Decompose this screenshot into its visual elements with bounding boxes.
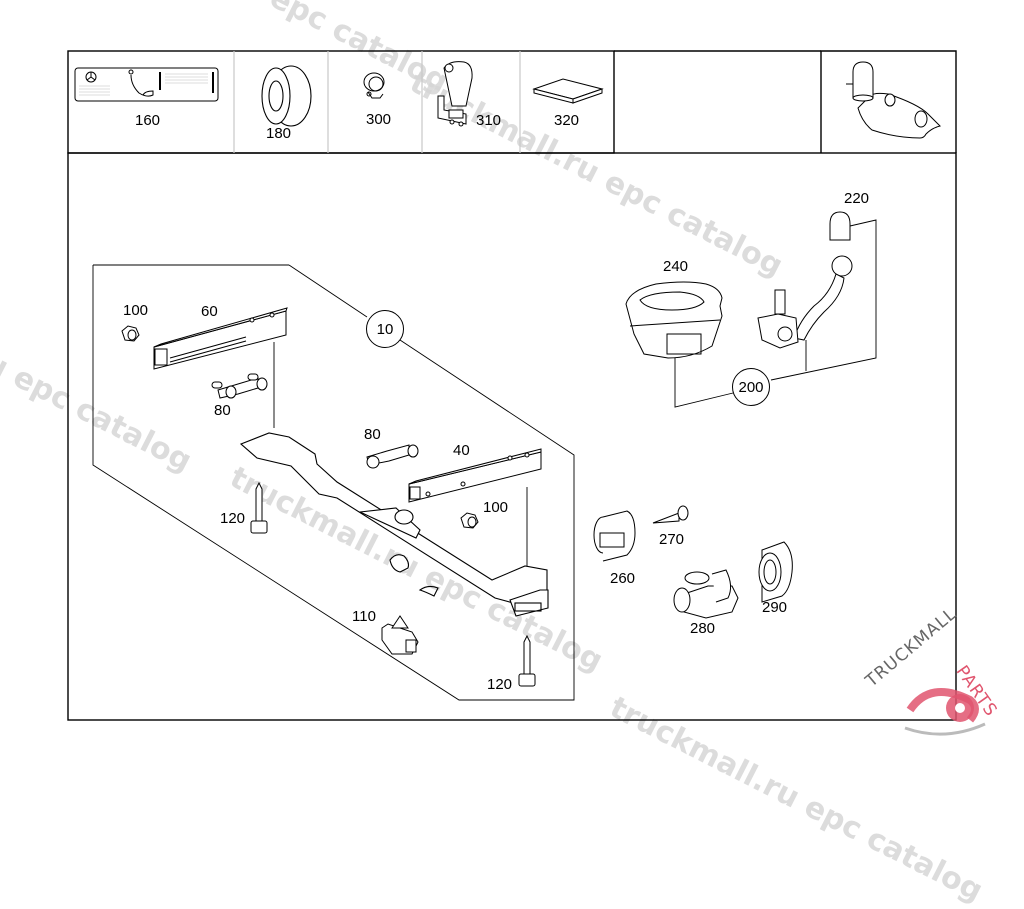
seal-290-icon <box>758 541 793 603</box>
part-label-80[interactable]: 80 <box>214 402 231 419</box>
socket-280-icon <box>673 569 739 619</box>
bolt-pair-icon <box>211 373 268 399</box>
part-label-240[interactable]: 240 <box>663 258 689 275</box>
part-label-120[interactable]: 120 <box>220 510 246 527</box>
housing-240-icon <box>625 281 723 359</box>
bolt-icon <box>250 481 268 534</box>
part-label-270[interactable]: 270 <box>659 531 685 548</box>
part-label-120[interactable]: 120 <box>487 676 513 693</box>
clip-icon <box>363 72 385 99</box>
warning-label-icon <box>74 67 219 102</box>
part-label-110[interactable]: 110 <box>352 608 376 625</box>
nut-icon <box>460 512 479 529</box>
part-label-220[interactable]: 220 <box>844 190 870 207</box>
bolt-pair-icon <box>366 444 419 469</box>
socket-110-icon <box>381 615 419 655</box>
inset-frame <box>820 50 957 153</box>
part-label-300[interactable]: 300 <box>366 111 392 128</box>
ball-hitch-inset-icon <box>846 61 941 139</box>
part-label-80[interactable]: 80 <box>364 426 381 443</box>
part-label-180[interactable]: 180 <box>266 125 292 142</box>
part-label-320[interactable]: 320 <box>554 112 580 129</box>
part-label-60[interactable]: 60 <box>201 303 218 320</box>
main-frame <box>67 152 957 721</box>
parts-diagram <box>67 50 986 736</box>
group-10-outline <box>92 265 575 701</box>
nut-icon <box>121 325 140 342</box>
part-label-100[interactable]: 100 <box>123 302 149 319</box>
bracket-icon <box>437 61 473 127</box>
screw-270-icon <box>652 505 689 524</box>
ball-cap-icon <box>829 211 851 241</box>
part-label-290[interactable]: 290 <box>762 599 788 616</box>
part-label-100[interactable]: 100 <box>483 499 509 516</box>
callout-200[interactable]: 200 <box>732 368 770 406</box>
ball-hitch-arm-icon <box>757 255 853 349</box>
top-strip-frame <box>67 50 615 154</box>
pad-icon <box>532 78 604 104</box>
adapter-260-icon <box>593 510 636 562</box>
crossmember-beam-icon <box>239 432 549 617</box>
part-label-280[interactable]: 280 <box>690 620 716 637</box>
callout-10[interactable]: 10 <box>366 310 404 348</box>
tube-60-icon <box>153 307 288 370</box>
part-label-310[interactable]: 310 <box>476 112 502 129</box>
tube-40-icon <box>408 448 542 503</box>
ring-icon <box>261 65 312 127</box>
part-label-40[interactable]: 40 <box>453 442 470 459</box>
part-label-260[interactable]: 260 <box>610 570 636 587</box>
part-label-160[interactable]: 160 <box>135 112 161 129</box>
bolt-icon <box>518 634 536 687</box>
truckmallparts-logo-icon <box>904 688 986 736</box>
